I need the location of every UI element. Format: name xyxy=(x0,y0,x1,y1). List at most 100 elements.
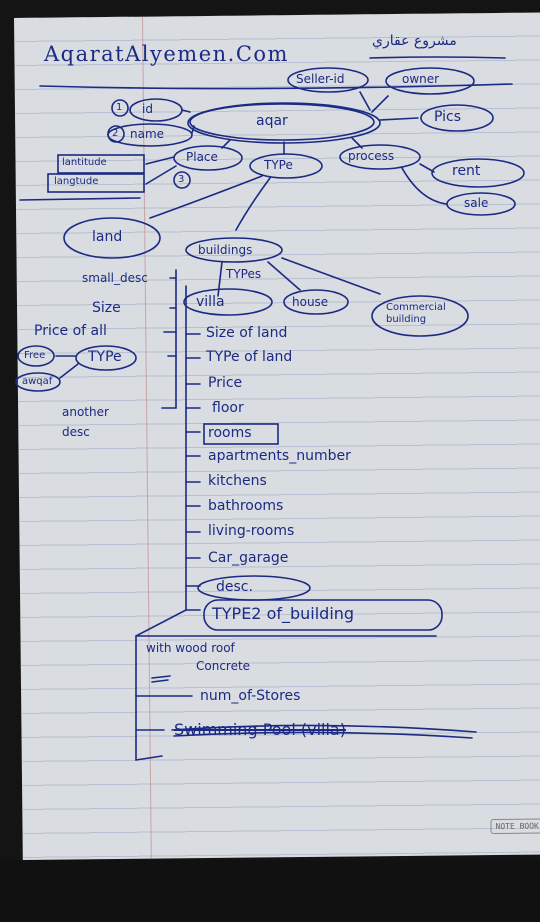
seller-id-label: Seller-id xyxy=(296,72,345,86)
sale-label: sale xyxy=(464,196,489,210)
arrow-id xyxy=(181,109,191,113)
place-number: 3 xyxy=(178,174,185,185)
building-types-label: TYPes xyxy=(226,267,262,281)
house-oval xyxy=(283,289,349,315)
attr-type2-of-building: TYPE2 of_building xyxy=(212,604,355,623)
land-item-small-desc: small_desc xyxy=(82,271,148,285)
type-label: TYPe xyxy=(264,158,293,172)
dark-background xyxy=(0,860,540,922)
rooms-box xyxy=(203,423,279,445)
id-label: id xyxy=(142,102,153,116)
arabic-title: مشروع عقاري xyxy=(372,33,457,49)
arrow-house xyxy=(267,261,301,291)
attr-desc: desc. xyxy=(216,579,253,595)
buildings-spine xyxy=(135,285,187,761)
arrow-lon xyxy=(145,165,177,185)
longitude-label: langtude xyxy=(54,176,99,187)
arrow-rent xyxy=(419,163,435,173)
attr-price: Price xyxy=(208,375,243,391)
attr-type-of-land: TYPe of land xyxy=(206,349,293,365)
arrow-buildings xyxy=(235,177,271,231)
free-oval xyxy=(17,345,55,367)
arrow-sale xyxy=(401,167,447,205)
type-oval xyxy=(249,153,323,179)
title-underline xyxy=(39,83,513,90)
wood-strike xyxy=(151,675,171,683)
land-oval xyxy=(63,217,161,259)
page-title: AqaratAlyemen.Com xyxy=(44,42,289,66)
pool-strike xyxy=(171,724,477,733)
type2-option-concrete: Concrete xyxy=(196,659,251,673)
type2-option-wood-roof: with wood roof xyxy=(146,641,235,655)
attr-car-garage: Car_garage xyxy=(208,550,289,566)
pics-label: Pics xyxy=(434,109,462,125)
attr-floor: floor xyxy=(212,400,244,416)
name-number: 2 xyxy=(112,128,119,139)
arrow-awqaf xyxy=(59,363,79,379)
owner-oval xyxy=(385,67,475,95)
building-type-house: house xyxy=(292,295,329,309)
attr-size-of-land: Size of land xyxy=(206,325,288,341)
num-of-stores-label: num_of-Stores xyxy=(200,688,301,704)
attr-kitchens: kitchens xyxy=(208,473,267,489)
land-bracket xyxy=(161,269,177,409)
buildings-oval xyxy=(185,237,283,263)
name-num-circle xyxy=(107,125,125,143)
process-oval xyxy=(339,144,421,170)
arrow-process xyxy=(351,137,363,149)
land-item-type: TYPe xyxy=(88,349,122,365)
arrow-villa xyxy=(217,261,223,297)
awqaf-oval xyxy=(15,372,61,392)
rent-label: rent xyxy=(452,163,481,179)
desc-oval xyxy=(197,575,311,601)
building-type-commercial: Commercial building xyxy=(386,302,446,325)
place-num-circle xyxy=(173,171,191,189)
place-label: Place xyxy=(186,150,218,164)
left-rule xyxy=(19,197,141,201)
seller-id-oval xyxy=(287,67,369,93)
pool-strike-2 xyxy=(173,731,473,739)
name-label: name xyxy=(130,127,165,141)
villa-oval xyxy=(183,288,273,316)
commercial-oval xyxy=(371,295,469,337)
arrow-place xyxy=(221,139,231,149)
process-label: process xyxy=(348,149,395,163)
land-item-price: Price of all xyxy=(34,323,107,339)
attr-rooms: rooms xyxy=(208,425,252,441)
aqar-ellipse xyxy=(189,103,375,141)
attr-apartments-number: apartments_number xyxy=(208,448,351,464)
attr-living-rooms: living-rooms xyxy=(208,523,295,539)
arrow-land xyxy=(149,175,263,219)
sale-oval xyxy=(446,192,516,216)
arrow-seller xyxy=(359,91,371,111)
rent-oval xyxy=(431,158,525,188)
arabic-underline xyxy=(369,56,506,59)
place-oval xyxy=(173,145,243,171)
land-type-awqaf: awqaf xyxy=(22,376,53,387)
attr-bathrooms: bathrooms xyxy=(208,498,284,514)
aqar-label: aqar xyxy=(256,113,288,129)
land-type-oval xyxy=(75,345,137,371)
buildings-label: buildings xyxy=(198,243,253,257)
id-num-circle xyxy=(111,99,129,117)
pics-oval xyxy=(420,104,494,132)
land-arrows xyxy=(163,277,177,357)
owner-label: owner xyxy=(402,72,440,86)
land-item-another-desc: another desc xyxy=(62,405,109,439)
id-number: 1 xyxy=(116,102,123,113)
arrow-owner xyxy=(371,95,389,113)
land-item-size: Size xyxy=(92,300,121,316)
id-oval xyxy=(129,98,183,122)
latitude-label: lantitude xyxy=(62,157,107,168)
spine-ticks xyxy=(135,333,201,731)
arrow-name xyxy=(191,125,195,134)
longitude-box xyxy=(47,173,145,193)
arrow-lat xyxy=(145,156,175,165)
swimming-pool-label: Swimming Pool (villa) xyxy=(174,720,346,739)
latitude-box xyxy=(57,154,145,174)
arrow-pics xyxy=(379,117,419,121)
arrow-commercial xyxy=(281,257,381,295)
type2-box xyxy=(203,599,443,631)
land-label: land xyxy=(92,229,123,245)
